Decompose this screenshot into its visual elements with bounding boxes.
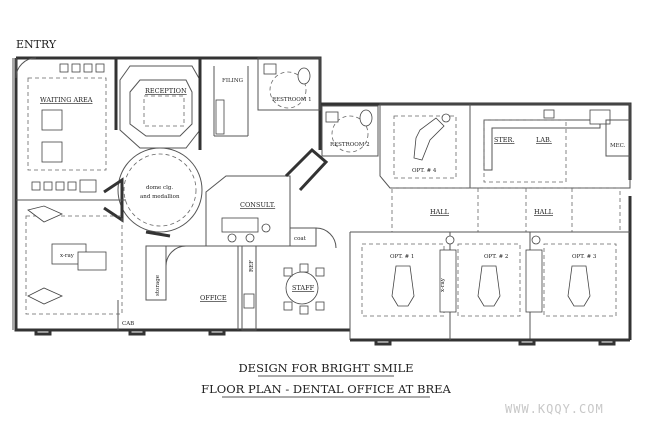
waiting-area (27, 63, 107, 193)
xray-center-label: x-ray (440, 277, 446, 292)
storage-label: storage (155, 275, 161, 296)
storage (145, 245, 167, 301)
reception (114, 58, 202, 150)
consult-room (205, 175, 291, 247)
angled-partition (284, 147, 329, 192)
dome-ceiling (103, 147, 203, 238)
hall-left-label: HALL (430, 208, 450, 216)
operatories-1-3 (361, 232, 617, 340)
office (165, 245, 239, 330)
consult-label: CONSULT. (240, 201, 275, 209)
office-label: OFFICE (200, 294, 227, 302)
opt1-label: OPT. # 1 (390, 254, 414, 260)
reception-label: RECEPTION (145, 87, 187, 95)
restroom-1 (257, 57, 321, 111)
ref-label: REF (249, 260, 255, 272)
coat-label: coat (294, 236, 307, 242)
dome-label-1: dome clg. (146, 185, 173, 191)
operatory-4 (379, 103, 471, 189)
restroom-2-label: RESTROOM 2 (330, 142, 370, 148)
xray-left-label: x-ray (60, 253, 75, 259)
title-line-2: FLOOR PLAN - DENTAL OFFICE AT BREA (201, 382, 451, 396)
dome-label-2: and medallion (140, 194, 180, 200)
waiting-chairs-bottom (31, 179, 97, 193)
staff-label: STAFF (292, 284, 315, 292)
restroom-2 (321, 105, 379, 157)
filing-room (213, 66, 249, 137)
lab-label: LAB. (536, 136, 552, 144)
hall (350, 187, 630, 233)
entry-label: ENTRY (16, 38, 57, 51)
entry-door (15, 57, 37, 79)
waiting-area-label: WAITING AREA (40, 96, 93, 104)
watermark: WWW.KQQY.COM (505, 402, 604, 416)
cab-label: CAB (122, 321, 134, 327)
title-line-1: DESIGN FOR BRIGHT SMILE (238, 361, 413, 375)
opt3-label: OPT. # 3 (572, 254, 597, 260)
staff-room (241, 245, 325, 331)
ster-lab-mec (469, 103, 631, 189)
opt2-label: OPT. # 2 (484, 254, 508, 260)
exterior-bumps (34, 328, 616, 346)
coat-closet (289, 227, 337, 249)
hall-right-label: HALL (534, 208, 554, 216)
left-operatories (16, 199, 126, 330)
opt4-label: OPT. # 4 (412, 168, 437, 174)
filing-label: FILING (222, 78, 243, 84)
waiting-chairs-top (59, 63, 105, 73)
restroom-1-label: RESTROOM 1 (272, 97, 312, 103)
ster-label: STER. (494, 136, 515, 144)
mec-label: MEC. (610, 143, 626, 149)
